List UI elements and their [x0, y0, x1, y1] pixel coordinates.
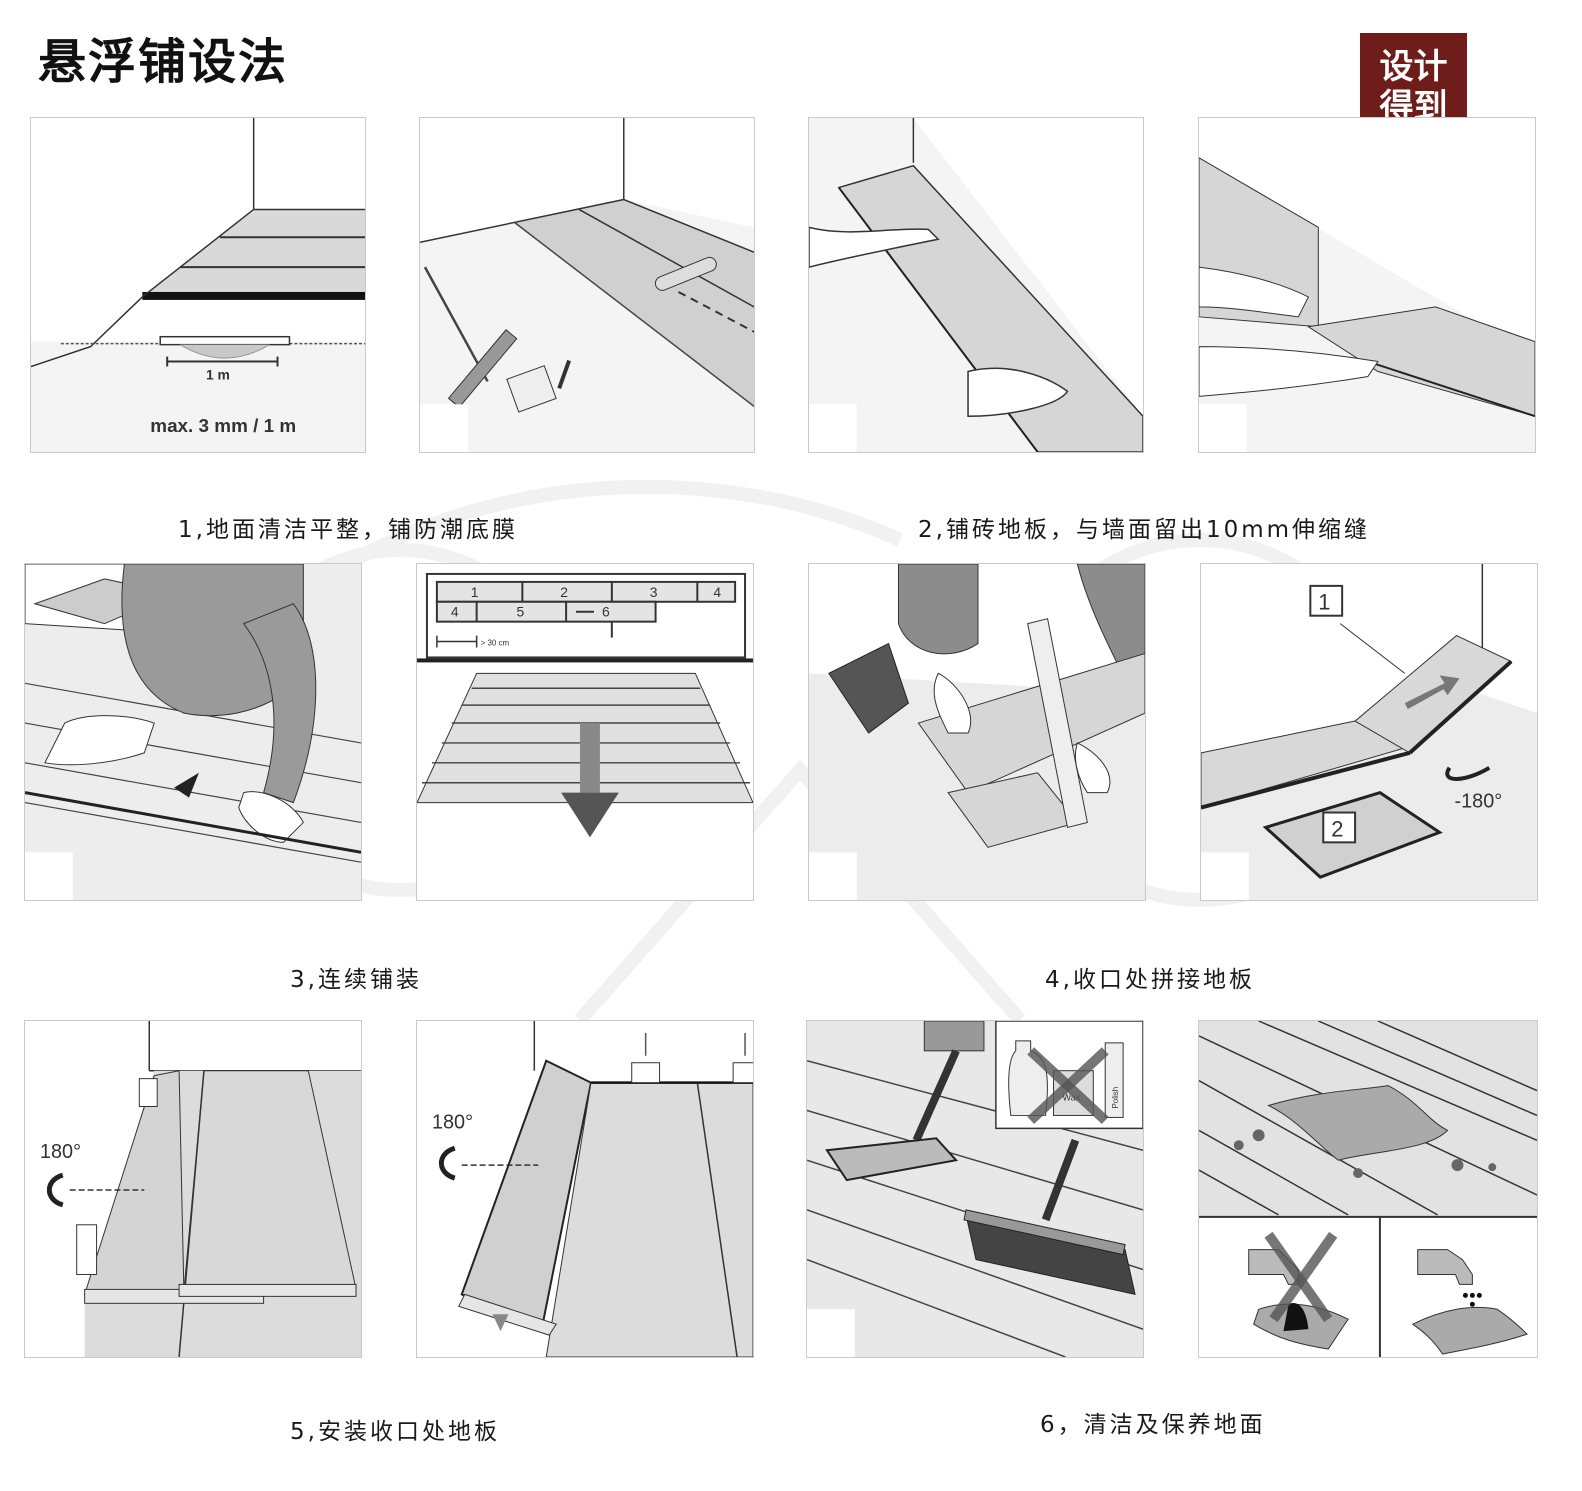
saw-cut-illustration [809, 564, 1145, 900]
stagger-plan-illustration: 1 2 3 4 4 5 6 > 30 cm [417, 564, 753, 900]
board-4b: 4 [451, 604, 459, 620]
board-4: 4 [713, 584, 721, 600]
tolerance-label: max. 3 mm / 1 m [150, 416, 296, 437]
step1-panel-underlay [419, 117, 755, 453]
board-2: 2 [560, 584, 568, 600]
board-5: 5 [517, 604, 525, 620]
board-1: 1 [471, 584, 479, 600]
last-row-wall-illustration: 180° [417, 1021, 753, 1357]
offset-label: > 30 cm [481, 639, 510, 648]
board-3: 3 [650, 584, 658, 600]
span-label: 1 m [206, 366, 230, 382]
step-1-caption: 1,地面清洁平整，铺防潮底膜 [178, 517, 518, 543]
step-5-caption: 5,安装收口处地板 [290, 1419, 500, 1445]
rotation-label: 180° [40, 1141, 81, 1163]
step-3-caption: 3,连续铺装 [290, 967, 422, 993]
damp-cloth-illustration [1199, 1021, 1537, 1357]
page-title: 悬浮铺设法 [38, 34, 289, 90]
floor-flatness-illustration: 1 m max. 3 mm / 1 m [31, 118, 365, 452]
step4-panel-saw [808, 563, 1146, 901]
step6-panel-cloth [1198, 1020, 1538, 1358]
piece-1-label: 1 [1318, 590, 1330, 615]
rotation-label: -180° [1454, 791, 1502, 813]
wax-label: Wax [1062, 1093, 1080, 1103]
mop-broom-illustration: Wax Polish [807, 1021, 1143, 1357]
step2-panel-first-plank [808, 117, 1144, 453]
step3-panel-kneeling [24, 563, 362, 901]
last-row-left-illustration: 180° [25, 1021, 361, 1357]
step5-panel-wall: 180° [416, 1020, 754, 1358]
step-6-caption: 6，清洁及保养地面 [1040, 1412, 1266, 1438]
logo-line-1: 设计 [1379, 47, 1448, 87]
step5-panel-left: 180° [24, 1020, 362, 1358]
step4-panel-rotate: 1 2 -180° [1200, 563, 1538, 901]
polish-label: Polish [1111, 1087, 1120, 1109]
step-2-caption: 2,铺砖地板，与墙面留出10mm伸缩缝 [918, 517, 1371, 543]
rotate-piece-illustration: 1 2 -180° [1201, 564, 1537, 900]
kneeling-install-illustration [25, 564, 361, 900]
step-4-caption: 4,收口处拼接地板 [1045, 967, 1255, 993]
piece-2-label: 2 [1331, 816, 1343, 841]
step2-panel-click-join [1198, 117, 1536, 453]
step6-panel-mop: Wax Polish [806, 1020, 1144, 1358]
underlay-roll-illustration [420, 118, 754, 452]
board-6: 6 [602, 604, 610, 620]
step1-panel-flatness: 1 m max. 3 mm / 1 m [30, 117, 366, 453]
step3-panel-stagger-plan: 1 2 3 4 4 5 6 > 30 cm [416, 563, 754, 901]
rotation-label: 180° [432, 1111, 473, 1133]
first-plank-illustration [809, 118, 1143, 452]
click-join-illustration [1199, 118, 1535, 452]
